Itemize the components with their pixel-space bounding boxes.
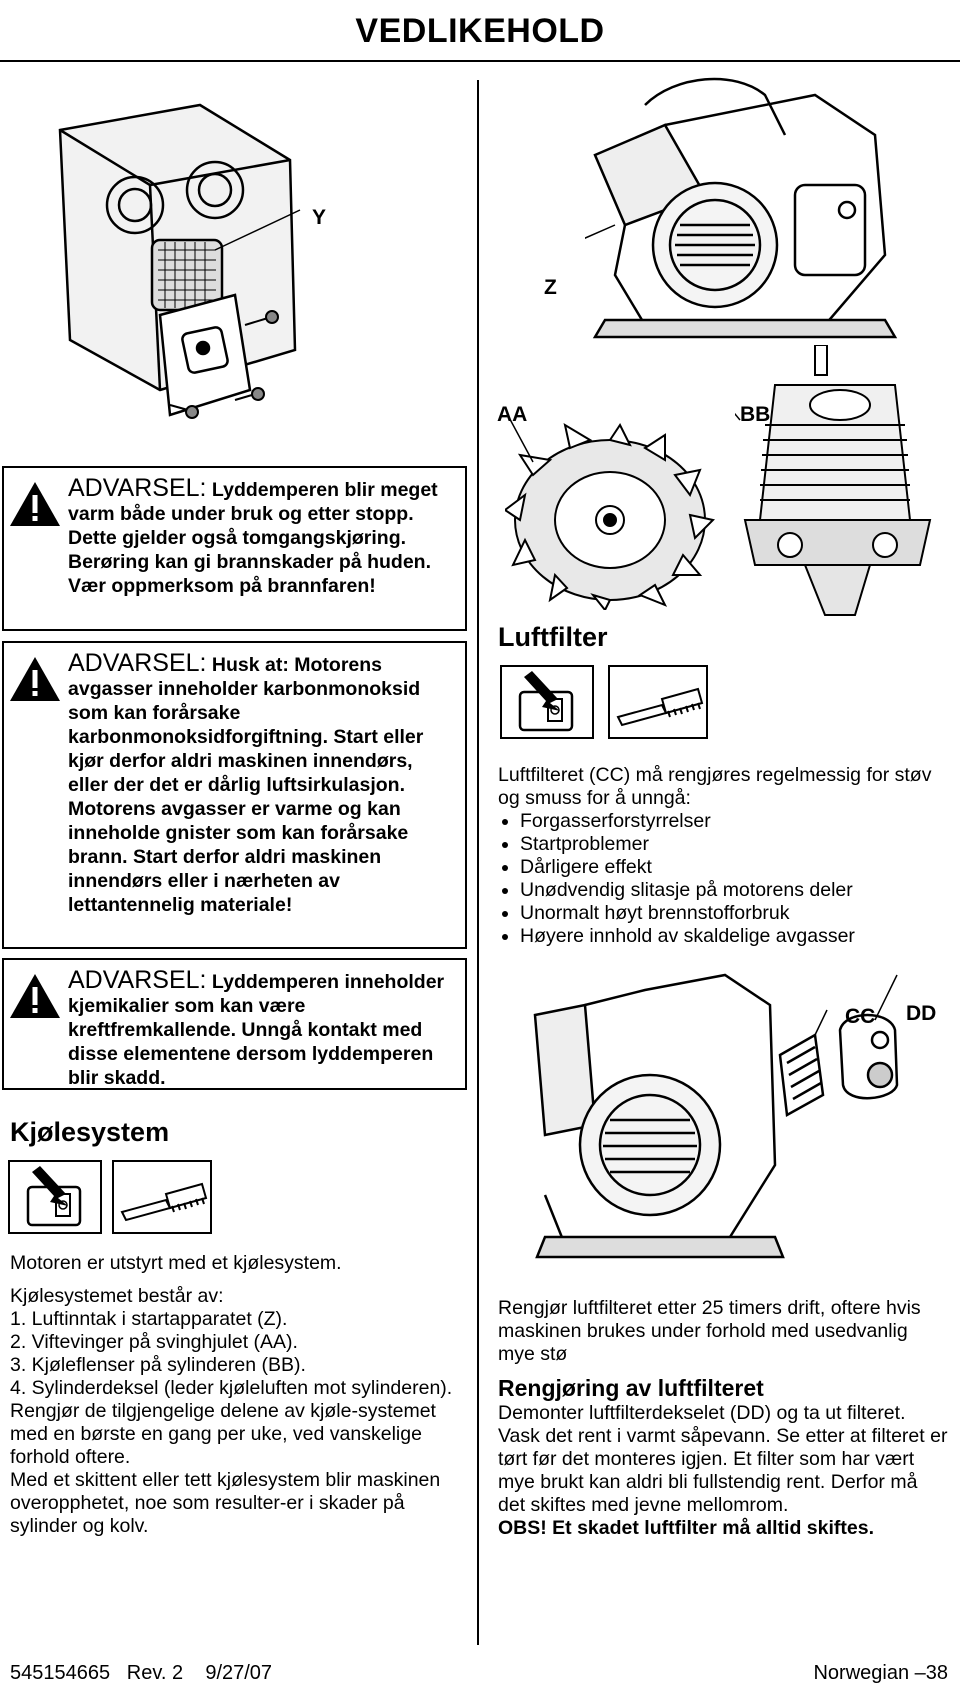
warning-triangle-icon <box>10 482 60 526</box>
brush-pictogram <box>608 665 708 739</box>
list-item: Unødvendig slitasje på motorens deler <box>498 879 943 902</box>
cleaning-text: Demonter luftfilterdekselet (DD) og ta u… <box>498 1402 948 1516</box>
muffler-illustration <box>58 103 301 419</box>
warning-lead: Lyddemperen blir <box>211 479 375 501</box>
cylinder-illustration <box>735 345 932 616</box>
obs-note: OBS! Et skadet luftfilter må alltid skif… <box>498 1517 875 1539</box>
switch-off-pictogram <box>8 1160 102 1234</box>
flywheel-illustration <box>505 420 715 610</box>
cleaning-subtitle: Rengjøring av luftfilteret <box>498 1375 764 1401</box>
cooling-consists: Kjølesystemet består av: <box>10 1285 224 1307</box>
clean-interval-text: Rengjør luftfilteret etter 25 timers dri… <box>498 1297 921 1365</box>
list-item: 2. Viftevinger på svinghjulet (AA). <box>10 1331 298 1353</box>
warning-text: Motorens avgasser inneholder karbonmonok… <box>68 654 424 916</box>
warning-text: meget varm både under bruk og etter stop… <box>68 479 438 597</box>
blower-top-illustration <box>585 77 898 339</box>
list-item: 1. Luftinntak i startapparatet (Z). <box>10 1308 288 1330</box>
warning-box-exhaust: ADVARSEL: Husk at: Motorens avgasser inn… <box>2 641 467 949</box>
warning-title: ADVARSEL: <box>68 966 207 994</box>
warning-title: ADVARSEL: <box>68 649 207 677</box>
callout-cc: CC <box>845 1005 876 1028</box>
air-filter-body: Luftfilteret (CC) må rengjøres regelmess… <box>498 764 943 948</box>
list-item: 4. Sylinderdeksel (leder kjøleluften mot… <box>10 1377 453 1399</box>
list-item: Høyere innhold av skaldelige avgasser <box>498 925 943 948</box>
brush-icon <box>616 687 704 727</box>
cooling-intro: Motoren er utstyrt med et kjølesystem. <box>10 1252 342 1274</box>
list-item: Dårligere effekt <box>498 856 943 879</box>
list-item: Startproblemer <box>498 833 943 856</box>
list-item: Forgasserforstyrrelser <box>498 810 943 833</box>
callout-bb: BB <box>740 403 771 426</box>
list-item: Unormalt høyt brennstofforbruk <box>498 902 943 925</box>
brush-pictogram <box>112 1160 212 1234</box>
switch-off-icon <box>26 1166 82 1227</box>
cooling-parts-list: 1. Luftinntak i startapparatet (Z). 2. V… <box>10 1308 455 1400</box>
footer-page-number: Norwegian –38 <box>813 1662 948 1684</box>
page-title: VEDLIKEHOLD <box>355 12 605 50</box>
callout-aa: AA <box>497 403 528 426</box>
callout-z: Z <box>544 276 557 299</box>
warning-lead: Lyddemperen <box>211 971 340 993</box>
header-rule <box>0 60 960 62</box>
column-divider <box>477 80 479 1645</box>
callout-dd: DD <box>906 1002 937 1025</box>
cooling-para-1: Rengjør de tilgjengelige delene av kjøle… <box>10 1400 436 1468</box>
warning-box-hot-muffler: ADVARSEL: Lyddemperen blir meget varm bå… <box>2 466 467 631</box>
air-filter-cleaning: Rengjør luftfilteret etter 25 timers dri… <box>498 1297 948 1540</box>
switch-off-icon <box>518 671 574 732</box>
switch-off-pictogram <box>500 665 594 739</box>
cooling-para-2: Med et skittent eller tett kjølesystem b… <box>10 1469 441 1537</box>
callout-y: Y <box>312 206 327 229</box>
cooling-body: Motoren er utstyrt med et kjølesystem. K… <box>10 1252 455 1538</box>
warning-lead: Husk at: <box>211 654 289 676</box>
warning-title: ADVARSEL: <box>68 474 207 502</box>
warning-box-chemicals: ADVARSEL: Lyddemperen inneholder kjemika… <box>2 958 467 1090</box>
air-filter-intro: Luftfilteret (CC) må rengjøres regelmess… <box>498 764 932 809</box>
blower-filter-illustration <box>533 973 899 1259</box>
cooling-section-title: Kjølesystem <box>10 1117 170 1147</box>
air-filter-bullets: Forgasserforstyrrelser Startproblemer Då… <box>498 810 943 948</box>
brush-icon <box>120 1182 208 1222</box>
air-filter-section-title: Luftfilter <box>498 622 608 652</box>
warning-triangle-icon <box>10 657 60 701</box>
footer-doc-info: 545154665 Rev. 2 9/27/07 <box>10 1662 273 1684</box>
warning-text: inneholder kjemikalier som kan være kref… <box>68 971 445 1089</box>
list-item: 3. Kjøleflenser på sylinderen (BB). <box>10 1354 306 1376</box>
warning-triangle-icon <box>10 974 60 1018</box>
